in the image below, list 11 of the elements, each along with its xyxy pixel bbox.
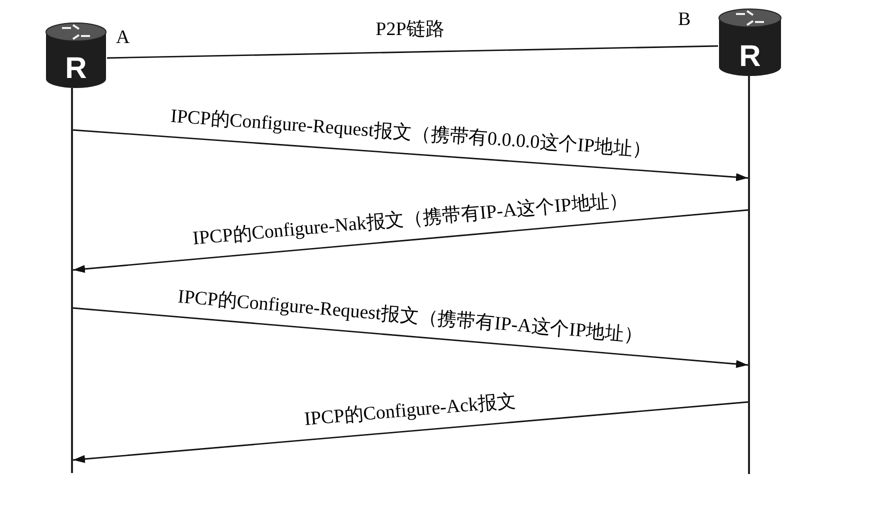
link-line	[106, 45, 718, 59]
lifeline	[748, 76, 750, 474]
router-letter: R	[738, 42, 762, 72]
lifeline	[71, 88, 73, 473]
node-label: B	[678, 10, 691, 30]
arrow	[72, 129, 748, 182]
arrow	[72, 209, 748, 273]
node-label: A	[116, 28, 130, 48]
router-letter: R	[64, 54, 88, 84]
arrow	[72, 307, 748, 368]
arrow	[72, 401, 748, 463]
